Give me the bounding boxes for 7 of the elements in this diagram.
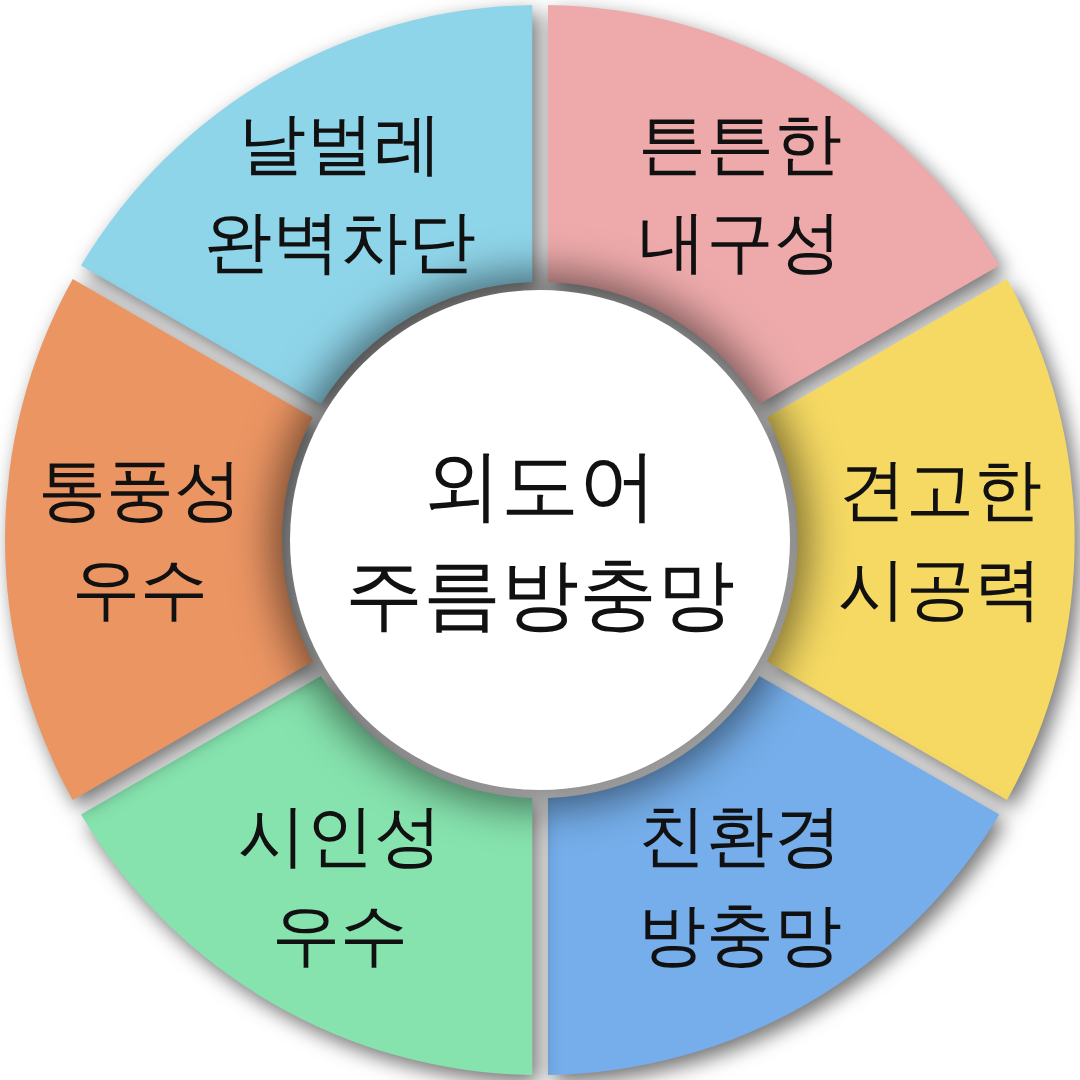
segment-label: 시인성 우수 (238, 795, 442, 977)
segment-label: 친환경 방충망 (638, 795, 842, 977)
segment-label: 통풍성 우수 (38, 449, 242, 630)
center-title: 외도어 주름방충망 (345, 438, 735, 641)
segment-label: 튼튼한 내구성 (638, 102, 842, 284)
segment-label: 날벌레 완벽차단 (204, 102, 476, 284)
segment-label: 견고한 시공력 (838, 449, 1042, 630)
